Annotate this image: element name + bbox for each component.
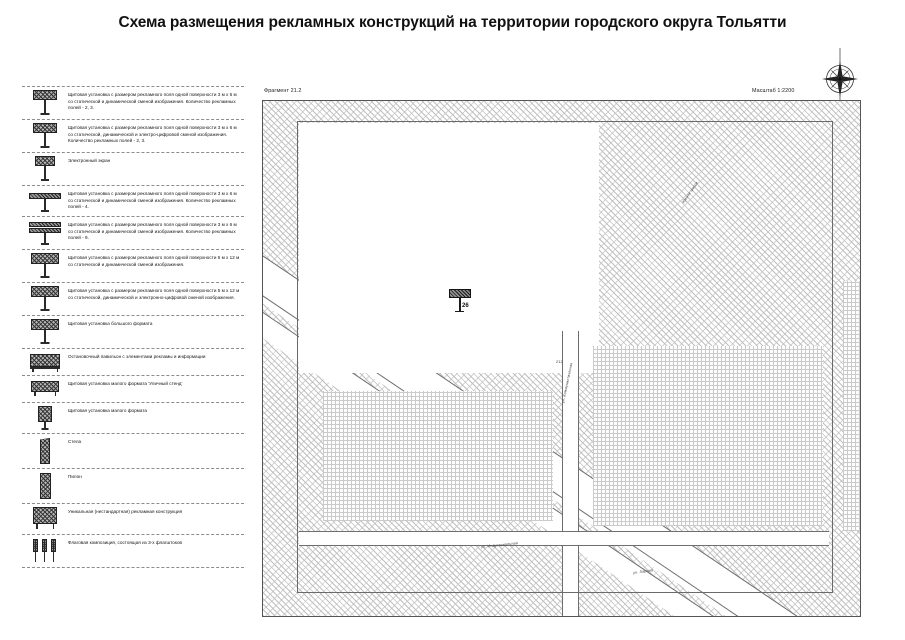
legend-item-label: Щитовая установка с размером рекламного … (68, 125, 237, 144)
building-block (323, 391, 553, 521)
legend-icon-billboard-large-format (22, 319, 68, 345)
legend-item-label: Щитовая установка малого формата 'Уличны… (68, 381, 183, 386)
marker-post (459, 298, 461, 311)
legend-icon-small-format-billboard (22, 406, 68, 430)
legend-item: Щитовая установка большого формата (22, 316, 244, 349)
legend-item: Уникальная (нестандартная) рекламная кон… (22, 504, 244, 535)
legend-item-label: Щитовая установка с размером рекламного … (68, 222, 237, 241)
legend-item: Щитовая установка с размером рекламного … (22, 217, 244, 250)
legend-item: Пилон (22, 469, 244, 504)
legend-item-label: Щитовая установка с размером рекламного … (68, 255, 240, 267)
legend-item: Щитовая установка малого формата 'Уличны… (22, 376, 244, 403)
legend-icon-billboard-3x6-digital (22, 123, 68, 149)
legend-item-label: Щитовая установка с размером рекламного … (68, 92, 237, 111)
page-title: Схема размещения рекламных конструкций н… (118, 14, 787, 31)
legend-item-label: Уникальная (нестандартная) рекламная кон… (68, 509, 183, 514)
legend-icon-bus-stop-pavilion (22, 352, 68, 372)
legend-icon-pylon (22, 472, 68, 500)
legend-item-label: Флаговая композиция, состоящая из 3-х фл… (68, 540, 182, 545)
road-corridor-horizontal (299, 531, 829, 545)
marker-panel-icon (449, 289, 471, 298)
legend-item-label: Стела (68, 439, 82, 444)
legend-icon-unique-construction (22, 507, 68, 531)
legend-icon-small-format-street-stand (22, 379, 68, 397)
marker-base (455, 310, 464, 312)
building-block (593, 346, 823, 526)
map-marker-billboard[interactable]: 26 (449, 289, 475, 319)
compass-rose-icon (812, 48, 868, 110)
fragment-label: Фрагмент 21.2 (264, 88, 302, 94)
building-block (843, 281, 860, 531)
marker-number: 26 (462, 303, 469, 309)
legend-item: Щитовая установка с размером рекламного … (22, 283, 244, 316)
legend-item: Щитовая установка с размером рекламного … (22, 186, 244, 217)
road-edge (299, 531, 829, 532)
legend-item: Щитовая установка малого формата (22, 403, 244, 434)
legend-item-label: Остановочный павильон с элементами рекла… (68, 354, 206, 359)
legend-icon-electronic-screen (22, 156, 68, 182)
legend-icon-billboard-5x12-digital (22, 286, 68, 312)
legend-item-label: Пилон (68, 474, 82, 479)
legend-icon-billboard-3x6-static (22, 90, 68, 116)
legend-icon-flag-composition (22, 538, 68, 564)
legend-item-label: Электронный экран (68, 158, 111, 163)
legend-item-label: Щитовая установка малого формата (68, 408, 147, 413)
legend-icon-billboard-3x6-fields-9 (22, 220, 68, 246)
legend-item-label: Щитовая установка большого формата (68, 321, 153, 326)
legend-item: Щитовая установка с размером рекламного … (22, 86, 244, 120)
road-edge (299, 545, 829, 546)
legend-item: Стела (22, 434, 244, 469)
legend-item: Щитовая установка с размером рекламного … (22, 250, 244, 283)
legend-icon-billboard-5x12-static (22, 253, 68, 279)
legend-item: Электронный экран (22, 153, 244, 186)
map-panel[interactable]: Южное шоссе ул. Коммунистическая ул. Инд… (262, 100, 861, 617)
legend-icon-billboard-3x6-fields-4 (22, 189, 68, 213)
legend-item: Остановочный павильон с элементами рекла… (22, 349, 244, 376)
legend-item: Щитовая установка с размером рекламного … (22, 120, 244, 153)
legend: Щитовая установка с размером рекламного … (22, 86, 244, 568)
legend-icon-stela (22, 437, 68, 465)
legend-item-label: Щитовая установка с размером рекламного … (68, 288, 240, 300)
map-inline-number: 212 (556, 359, 563, 364)
open-area-northwest (299, 123, 599, 373)
map-inner-boundary (297, 121, 833, 593)
scale-label: Масштаб 1:2200 (752, 88, 795, 94)
legend-item-label: Щитовая установка с размером рекламного … (68, 191, 237, 210)
legend-item: Флаговая композиция, состоящая из 3-х фл… (22, 535, 244, 568)
